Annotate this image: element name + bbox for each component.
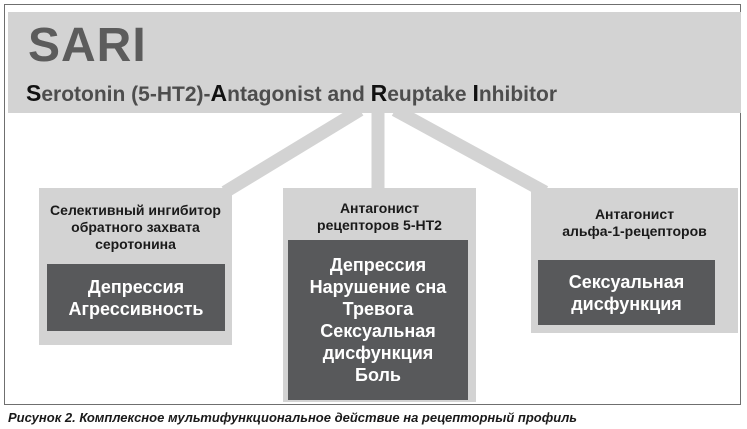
expansion-part: nhibitor — [478, 83, 557, 106]
expansion-part: A — [210, 80, 228, 106]
box-heading: Антагонист рецепторов 5-HT2 — [283, 200, 476, 234]
connector-right — [391, 104, 549, 198]
effect-item: дисфункция — [322, 343, 434, 363]
sari-header: SARI Serotonin (5-HT2)-Antagonist and Re… — [8, 12, 741, 113]
expansion-part: euptake — [387, 83, 473, 106]
box-5ht2-antagonist: Антагонист рецепторов 5-HT2 Депрессия На… — [283, 188, 476, 402]
heading-line: серотонина — [95, 236, 176, 252]
expansion-part: I — [472, 80, 479, 106]
effect-item: дисфункция — [571, 293, 682, 314]
connector-left — [221, 104, 364, 198]
expansion-part: erotonin (5-HT2)- — [41, 83, 211, 106]
heading-line: Антагонист — [339, 200, 420, 216]
effect-item: Сексуальная — [320, 321, 436, 341]
effects-panel: Депрессия Нарушение сна Тревога Сексуаль… — [288, 240, 468, 400]
expansion-part: ntagonist and — [227, 83, 371, 106]
heading-line: рецепторов 5-HT2 — [317, 217, 442, 233]
effects-panel: Сексуальная дисфункция — [538, 260, 715, 325]
effect-item: Нарушение сна — [309, 277, 447, 297]
expansion-part: R — [370, 80, 388, 106]
effects-panel: Депрессия Агрессивность — [47, 264, 225, 331]
effect-item: Агрессивность — [68, 298, 204, 319]
effect-item: Тревога — [342, 299, 414, 319]
box-alpha1-antagonist: Антагонист альфа-1-рецепторов Сексуальна… — [531, 188, 738, 333]
heading-line: Селективный ингибитор — [50, 202, 221, 218]
heading-line: Антагонист — [594, 206, 675, 222]
effect-item: Депрессия — [329, 255, 427, 275]
box-ssri: Селективный ингибитор обратного захвата … — [39, 188, 232, 345]
effect-item: Боль — [355, 365, 401, 385]
box-heading: Селективный ингибитор обратного захвата … — [39, 202, 232, 253]
figure-caption: Рисунок 2. Комплексное мультифункциональ… — [8, 410, 577, 425]
heading-line: альфа-1-рецепторов — [562, 223, 707, 239]
sari-title: SARI — [28, 19, 147, 72]
heading-line: обратного захвата — [71, 219, 200, 235]
expansion-part: S — [26, 80, 42, 106]
effect-item: Сексуальная — [568, 271, 685, 292]
sari-expansion: Serotonin (5-HT2)-Antagonist and Reuptak… — [26, 80, 557, 108]
effect-item: Депрессия — [87, 276, 185, 297]
box-heading: Антагонист альфа-1-рецепторов — [531, 206, 738, 240]
